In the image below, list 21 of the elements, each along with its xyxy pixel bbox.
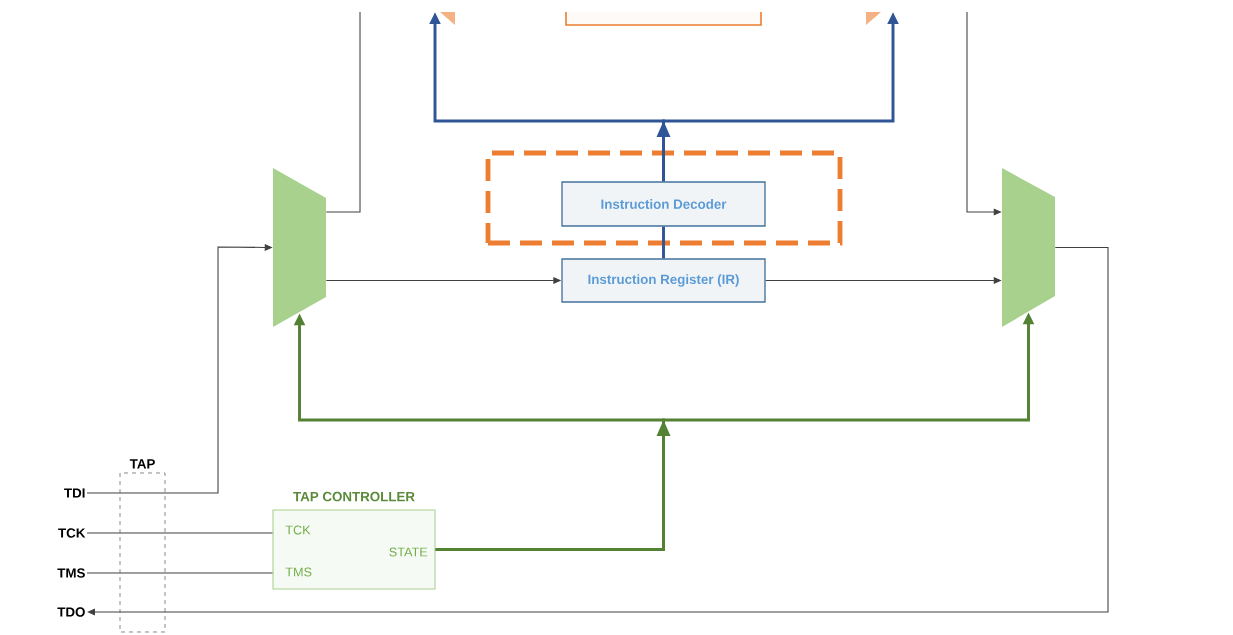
pin-label: TMS xyxy=(57,568,85,578)
pin-label: TDO xyxy=(57,607,85,617)
port-label: TMS xyxy=(285,567,312,577)
multiplexer xyxy=(1002,168,1055,327)
box-title: TAP xyxy=(129,459,155,469)
wire xyxy=(86,532,273,534)
wire xyxy=(325,11,361,213)
port-label: STATE xyxy=(389,547,428,557)
triangle-shape xyxy=(440,12,455,25)
highlight-box xyxy=(485,150,843,246)
wire xyxy=(86,572,273,574)
arrow xyxy=(87,246,1109,616)
process-box: Instruction Register (IR) xyxy=(561,258,766,303)
multiplexer xyxy=(273,168,326,327)
pin-label: TCK xyxy=(58,528,86,538)
block-title: TAP CONTROLLER xyxy=(293,491,415,502)
triangle-shape xyxy=(866,12,881,25)
bus-line xyxy=(662,226,665,259)
port-label: TCK xyxy=(285,525,311,535)
pin-label: TDI xyxy=(64,488,85,498)
process-box: Instruction Decoder xyxy=(561,181,766,227)
